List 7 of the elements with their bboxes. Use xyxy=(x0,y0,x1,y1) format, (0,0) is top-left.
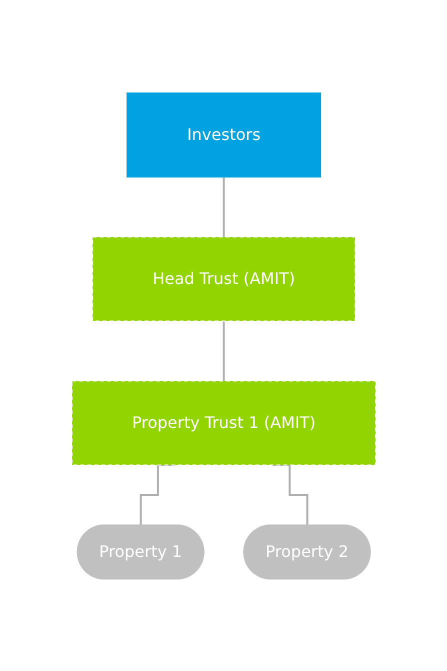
node-box: Head Trust (AMIT) xyxy=(92,236,356,321)
connector xyxy=(272,464,308,526)
connector xyxy=(140,464,175,526)
node-box: Property Trust 1 (AMIT) xyxy=(71,380,376,465)
connector xyxy=(222,320,224,382)
node-box: Investors xyxy=(126,92,321,177)
connector xyxy=(222,176,224,238)
